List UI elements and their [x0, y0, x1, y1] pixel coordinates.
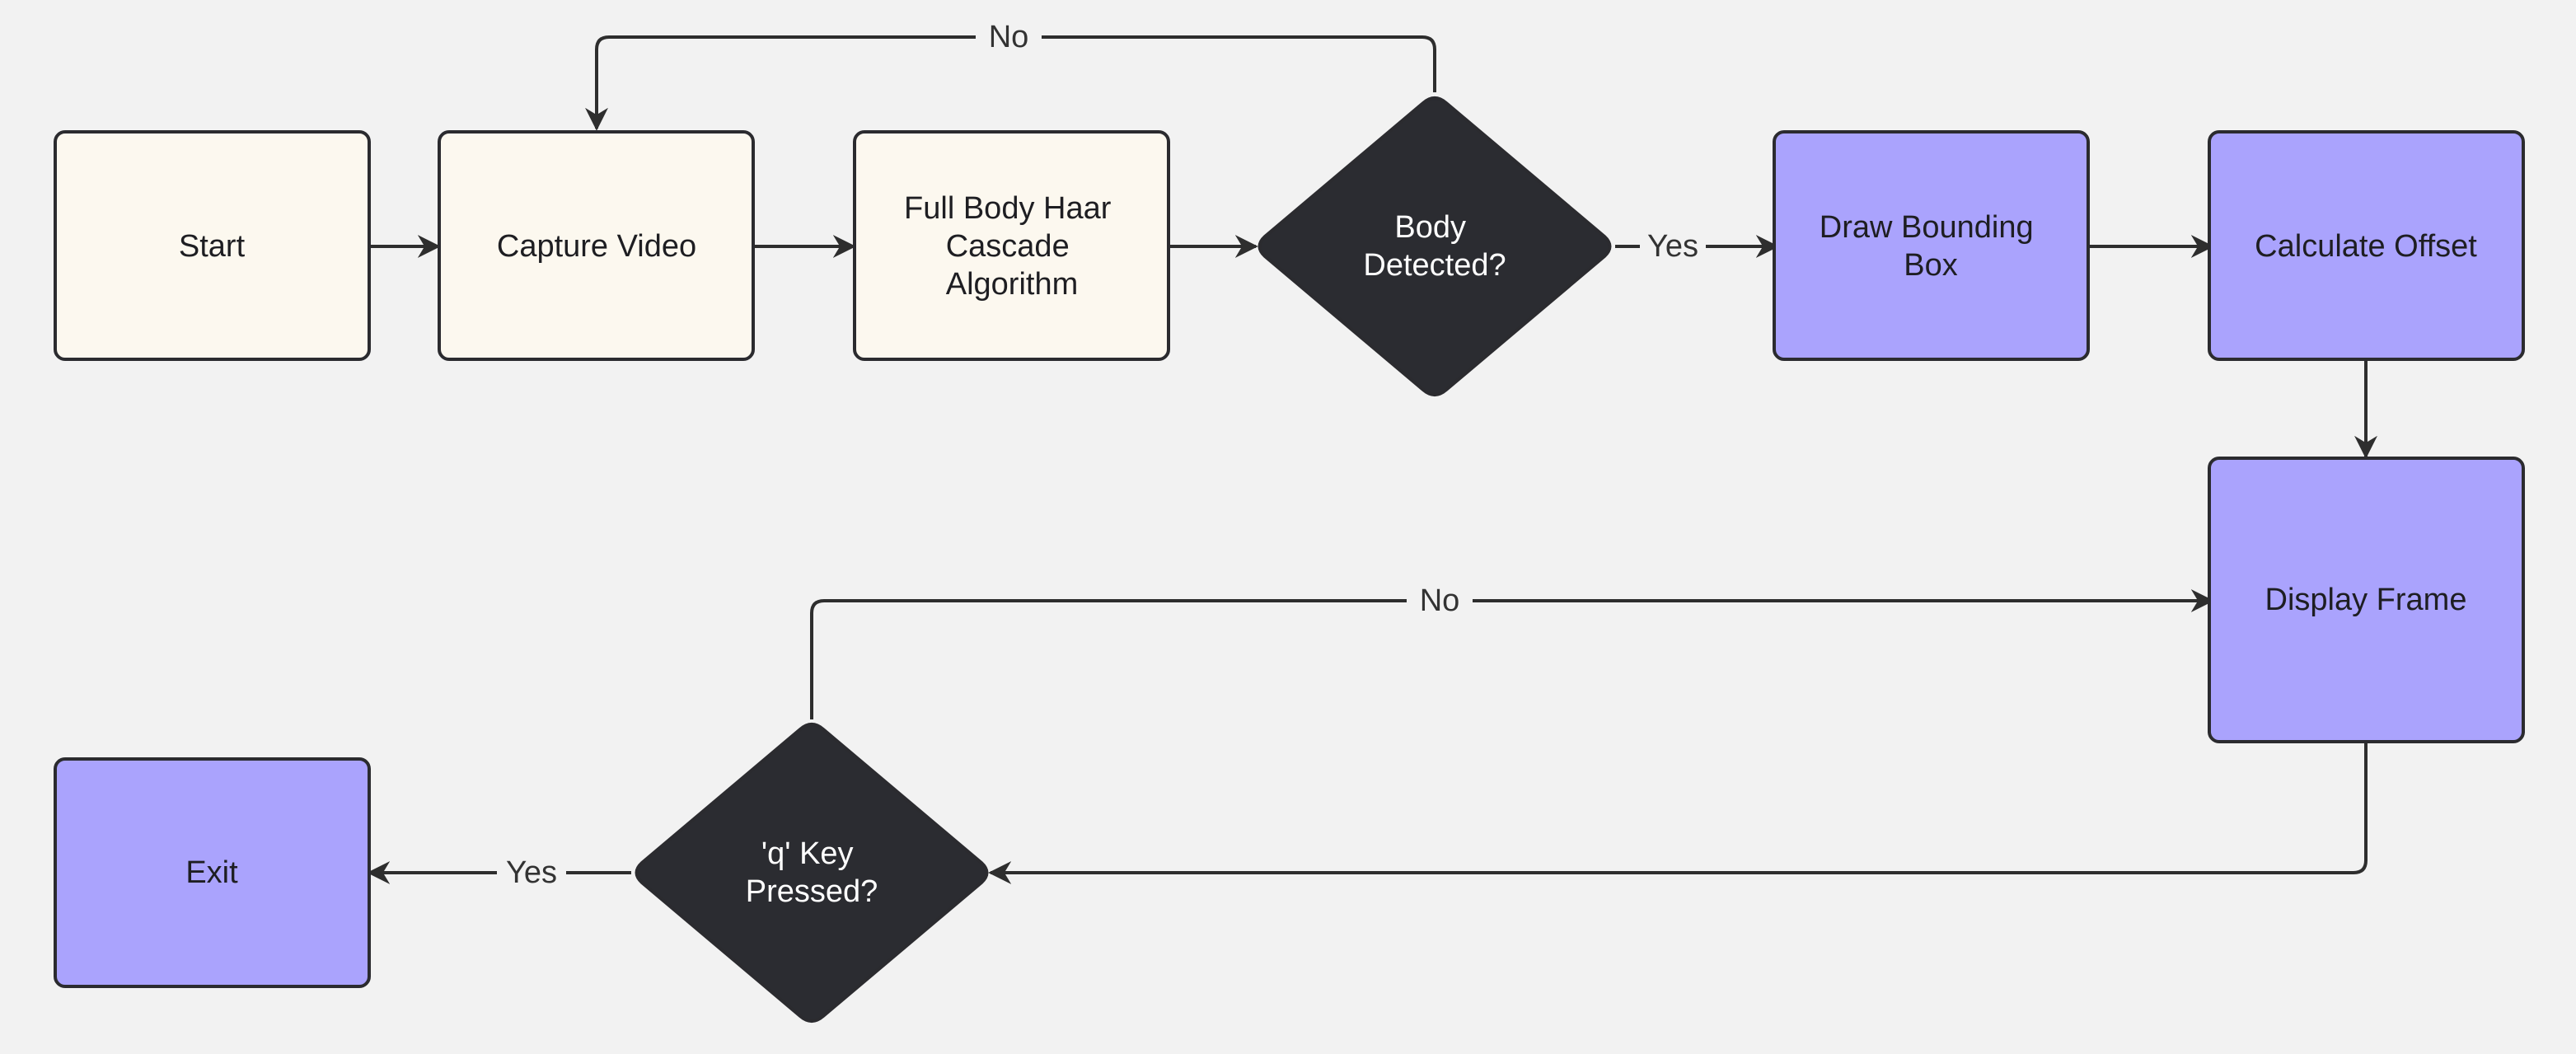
- edge-label-no-qkey: No: [1420, 583, 1460, 618]
- svg-text:Capture Video: Capture Video: [497, 229, 696, 264]
- edge-decision-no-to-capture: No: [585, 16, 1436, 131]
- node-start: Start: [54, 130, 371, 361]
- edge-label-no-body: No: [989, 20, 1029, 54]
- edge-decision-yes-to-draw: Yes: [1615, 226, 1779, 267]
- svg-text:'q' Key Pressed?: 'q' Key Pressed?: [746, 836, 878, 909]
- edge-display-to-qkey: [988, 742, 2368, 884]
- node-exit: Exit: [54, 757, 371, 988]
- node-display-frame: Display Frame: [2208, 457, 2525, 743]
- edge-label-yes-qkey: Yes: [506, 855, 557, 890]
- svg-text:Draw Bounding Box: Draw Bounding Box: [1820, 210, 2042, 283]
- svg-text:Full Body Haar Cascade: Full Body Haar Cascade Algorithm: [904, 191, 1120, 302]
- svg-text:Exit: Exit: [185, 855, 238, 890]
- edge-qkey-no-to-display: No: [810, 580, 2214, 719]
- node-draw-bounding-box: Draw Bounding Box: [1773, 130, 2090, 361]
- node-body-detected-decision: Body Detected?: [1258, 96, 1612, 396]
- edge-qkey-yes-to-exit: Yes: [367, 852, 631, 893]
- svg-text:Start: Start: [179, 229, 246, 264]
- node-haar-cascade: Full Body Haar Cascade Algorithm: [853, 130, 1170, 361]
- svg-text:Body Detected?: Body Detected?: [1363, 210, 1506, 283]
- edge-label-yes-body: Yes: [1647, 229, 1698, 264]
- svg-text:Calculate Offset: Calculate Offset: [2255, 229, 2477, 264]
- node-q-key-decision: 'q' Key Pressed?: [635, 723, 989, 1023]
- node-calculate-offset: Calculate Offset: [2208, 130, 2525, 361]
- node-capture-video: Capture Video: [438, 130, 755, 361]
- svg-text:Display Frame: Display Frame: [2265, 583, 2467, 617]
